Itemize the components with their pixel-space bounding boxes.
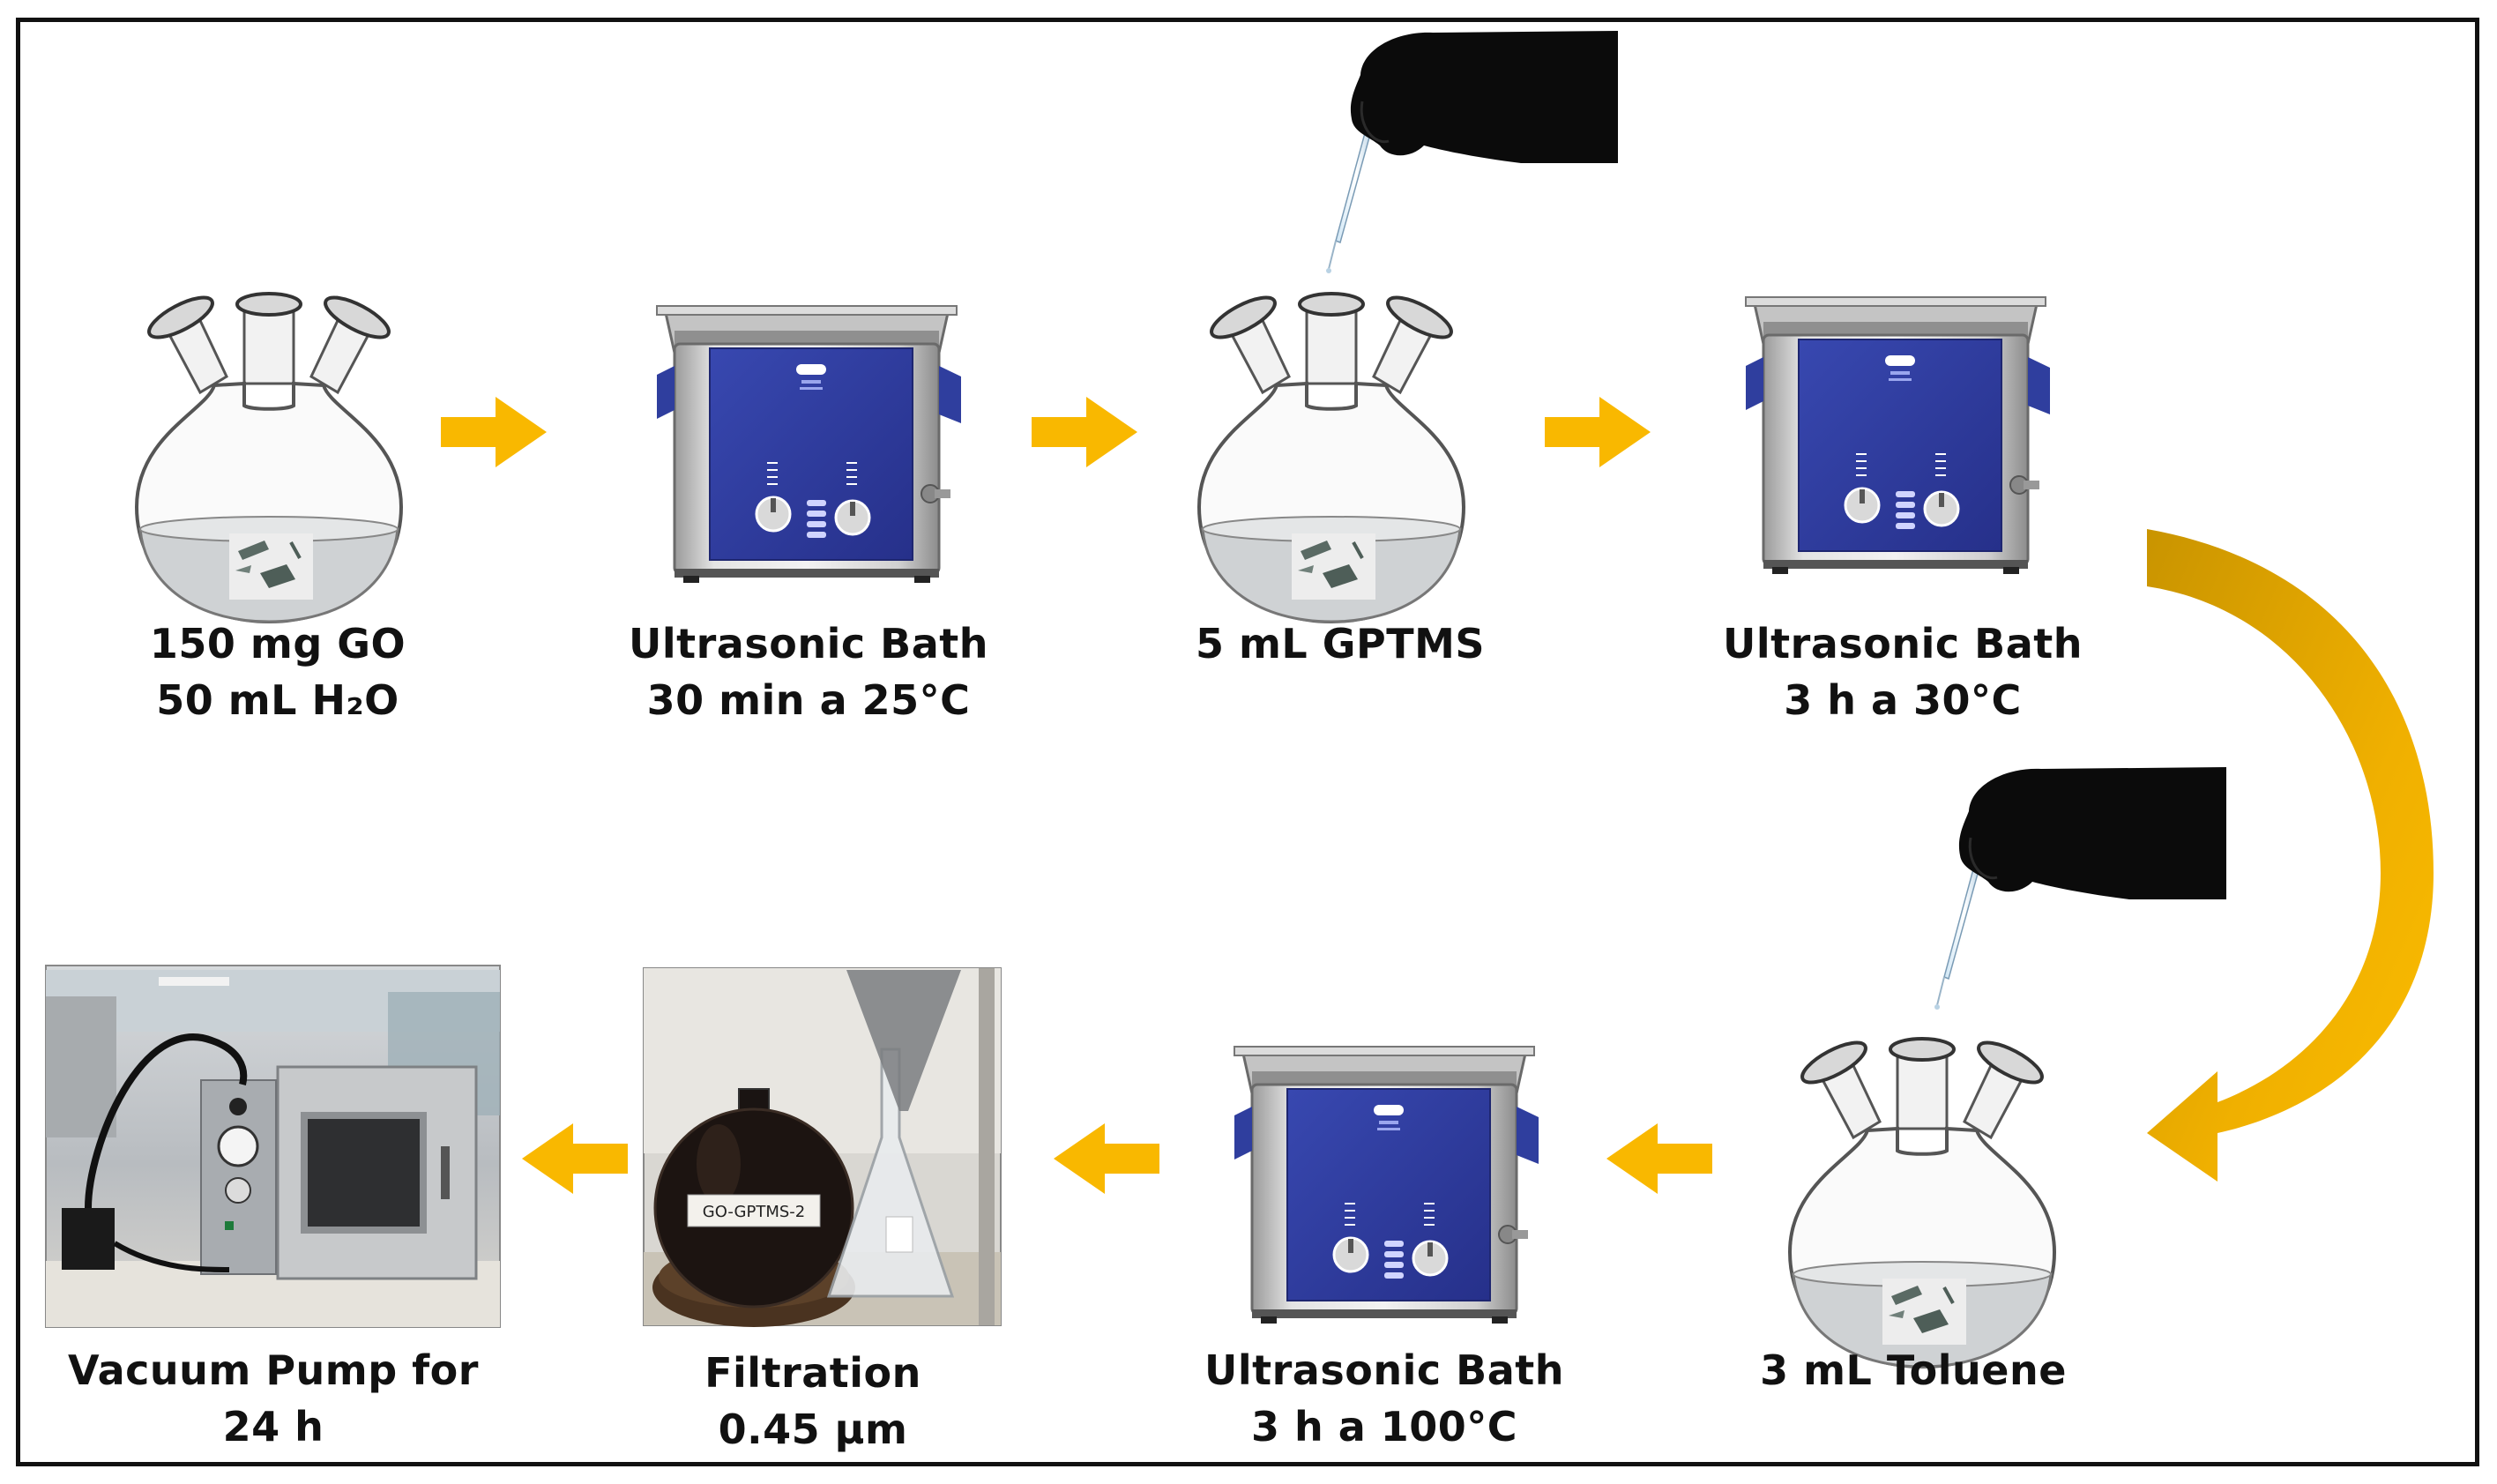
label-bath-1: Ultrasonic Bath 30 min a 25°C xyxy=(562,615,1055,728)
label-filtration-line1: Filtration xyxy=(704,1349,921,1397)
gloved-hand-pipette-toluene xyxy=(1933,765,2228,1011)
ultrasonic-bath-2 xyxy=(1744,295,2052,576)
label-filtration: Filtration 0.45 µm xyxy=(566,1345,1060,1458)
label-filtration-line2: 0.45 µm xyxy=(718,1406,908,1453)
arrow-right-3 xyxy=(1545,397,1651,467)
ultrasonic-bath-1 xyxy=(655,304,963,585)
label-bath-2: Ultrasonic Bath 3 h a 30°C xyxy=(1656,615,2150,728)
label-bath-1-line2: 30 min a 25°C xyxy=(646,676,971,724)
bottle-label: GO-GPTMS-2 xyxy=(703,1203,805,1221)
label-toluene: 3 mL Toluene xyxy=(1666,1342,2160,1398)
three-neck-flask-toluene xyxy=(1788,1033,2056,1368)
arrow-left-3 xyxy=(522,1123,628,1194)
label-bath-1-line1: Ultrasonic Bath xyxy=(629,620,988,667)
curved-arrow xyxy=(2147,529,2434,1182)
label-vacuum-line1: Vacuum Pump for xyxy=(68,1346,479,1394)
three-neck-flask-go xyxy=(135,287,403,623)
filtration-photo: GO-GPTMS-2 xyxy=(643,967,1002,1327)
label-vacuum-line2: 24 h xyxy=(222,1403,324,1450)
label-go-line2: 50 mL H₂O xyxy=(156,676,399,724)
arrow-left-2 xyxy=(1054,1123,1159,1194)
label-bath-2-line1: Ultrasonic Bath xyxy=(1723,620,2083,667)
label-gptms-line1: 5 mL GPTMS xyxy=(1195,620,1486,667)
label-bath-3-line1: Ultrasonic Bath xyxy=(1204,1346,1564,1394)
arrow-right-1 xyxy=(441,397,547,467)
gloved-hand-pipette-gptms xyxy=(1324,29,1620,275)
label-bath-3: Ultrasonic Bath 3 h a 100°C xyxy=(1137,1342,1631,1455)
label-go-line1: 150 mg GO xyxy=(149,620,406,667)
vacuum-oven-photo xyxy=(45,965,501,1328)
label-bath-3-line2: 3 h a 100°C xyxy=(1250,1403,1518,1450)
label-toluene-line1: 3 mL Toluene xyxy=(1760,1346,2067,1394)
label-vacuum: Vacuum Pump for 24 h xyxy=(26,1342,520,1455)
ultrasonic-bath-3 xyxy=(1233,1045,1540,1325)
label-gptms: 5 mL GPTMS xyxy=(1093,615,1587,672)
label-bath-2-line2: 3 h a 30°C xyxy=(1784,676,2022,724)
arrow-right-2 xyxy=(1032,397,1137,467)
three-neck-flask-gptms xyxy=(1197,287,1465,623)
label-go-flask: 150 mg GO 50 mL H₂O xyxy=(31,615,525,728)
arrow-left-1 xyxy=(1606,1123,1712,1194)
